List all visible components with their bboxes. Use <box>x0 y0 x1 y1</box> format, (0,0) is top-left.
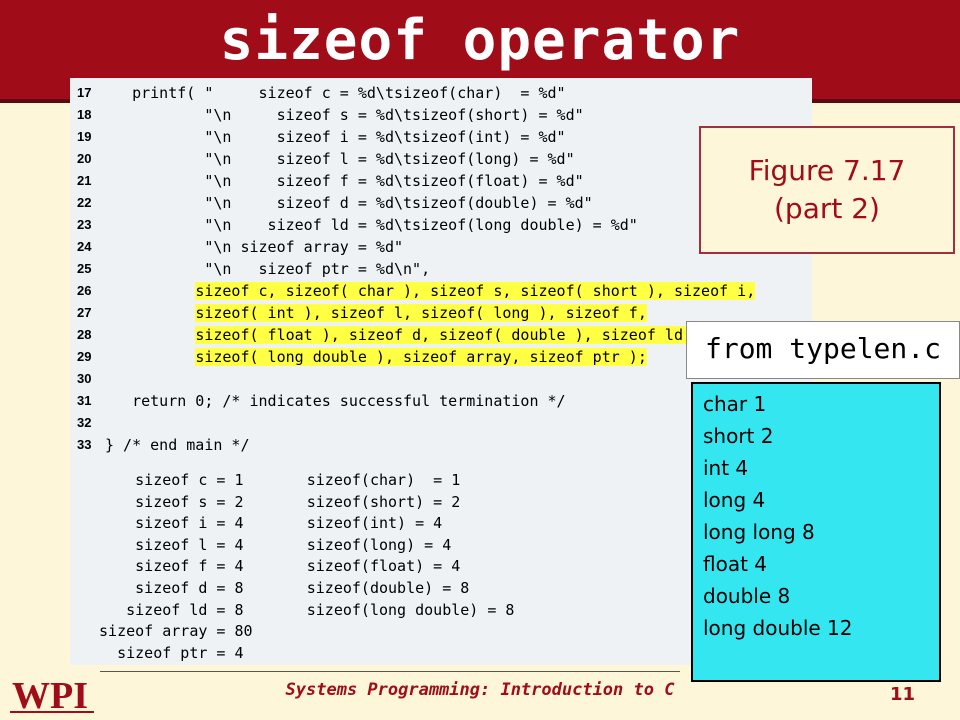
code-line: 32 <box>70 412 812 434</box>
line-number: 32 <box>77 415 92 430</box>
code-line: 29 sizeof( long double ), sizeof array, … <box>70 346 812 368</box>
line-number: 31 <box>77 393 92 408</box>
program-output: sizeof c = 1 sizeof(char) = 1 sizeof s =… <box>70 455 700 665</box>
code-line: 31 return 0; /* indicates successful ter… <box>70 390 812 412</box>
code-line: 27 sizeof( int ), sizeof l, sizeof( long… <box>70 302 812 324</box>
line-number: 28 <box>77 327 92 342</box>
code-line: 24 "\n sizeof array = %d" <box>70 236 812 258</box>
code-text: "\n sizeof l = %d\tsizeof(long) = %d" <box>105 150 575 168</box>
output-line: sizeof c = 1 sizeof(char) = 1 <box>90 471 461 489</box>
line-number: 20 <box>77 151 92 166</box>
footer-course-title: Systems Programming: Introduction to C <box>285 680 675 700</box>
page-number: 11 <box>890 684 916 705</box>
code-text: "\n sizeof s = %d\tsizeof(short) = %d" <box>105 106 584 124</box>
line-number: 29 <box>77 349 92 364</box>
code-text: return 0; /* indicates successful termin… <box>105 392 566 410</box>
code-line: 28 sizeof( float ), sizeof d, sizeof( do… <box>70 324 812 346</box>
line-number: 19 <box>77 129 92 144</box>
output-line: sizeof ptr = 4 <box>90 643 244 662</box>
code-line: 21 "\n sizeof f = %d\tsizeof(float) = %d… <box>70 170 812 192</box>
output-line: sizeof i = 4 sizeof(int) = 4 <box>90 514 443 533</box>
code-listing: 17 printf( " sizeof c = %d\tsizeof(char)… <box>70 78 812 455</box>
wpi-logo-text: WPI <box>12 675 88 716</box>
figure-caption-line1: Figure 7.17 <box>748 154 906 187</box>
footer-divider <box>100 671 680 672</box>
line-number: 25 <box>77 261 92 276</box>
type-size-item: long long 8 <box>703 520 815 544</box>
type-size-item: int 4 <box>703 456 749 480</box>
figure-caption-box: Figure 7.17 (part 2) <box>699 126 955 254</box>
source-file-label: from typelen.c <box>686 321 960 379</box>
code-text: sizeof( float ), sizeof d, sizeof( doubl… <box>195 326 693 344</box>
code-line: 23 "\n sizeof ld = %d\tsizeof(long doubl… <box>70 214 812 236</box>
type-sizes-box: char 1 short 2 int 4 long 4 long long 8 float… <box>691 382 941 682</box>
code-line: 26 sizeof c, sizeof( char ), sizeof s, s… <box>70 280 812 302</box>
line-number: 23 <box>77 217 92 232</box>
code-text: "\n sizeof ld = %d\tsizeof(long double) … <box>105 216 638 234</box>
slide-title: sizeof operator <box>219 8 741 73</box>
line-number: 33 <box>77 437 92 452</box>
output-line: sizeof ld = 8 sizeof(long double) = 8 <box>90 600 515 619</box>
output-line: sizeof f = 4 sizeof(float) = 4 <box>90 557 461 576</box>
line-number: 21 <box>77 173 92 188</box>
output-line: sizeof s = 2 sizeof(short) = 2 <box>90 492 461 511</box>
line-number: 18 <box>77 107 92 122</box>
code-line: 20 "\n sizeof l = %d\tsizeof(long) = %d" <box>70 148 812 170</box>
code-line: 19 "\n sizeof i = %d\tsizeof(int) = %d" <box>70 126 812 148</box>
type-size-item: double 8 <box>703 584 791 608</box>
type-size-item: short 2 <box>703 424 774 448</box>
code-text: "\n sizeof ptr = %d\n", <box>105 260 431 278</box>
code-text: } /* end main */ <box>105 436 250 454</box>
code-text: "\n sizeof d = %d\tsizeof(double) = %d" <box>105 194 593 212</box>
code-line: 25 "\n sizeof ptr = %d\n", <box>70 258 812 280</box>
type-size-item: long 4 <box>703 488 766 512</box>
type-size-item: float 4 <box>703 552 768 576</box>
output-line: sizeof array = 80 <box>90 622 253 641</box>
figure-caption-line2: (part 2) <box>774 192 880 225</box>
line-number: 17 <box>77 85 92 100</box>
code-text: sizeof( long double ), sizeof array, siz… <box>195 348 647 366</box>
code-text: sizeof( int ), sizeof l, sizeof( long ),… <box>195 304 647 322</box>
wpi-logo: WPI <box>10 675 94 716</box>
code-line: 22 "\n sizeof d = %d\tsizeof(double) = %… <box>70 192 812 214</box>
output-line: sizeof l = 4 sizeof(long) = 4 <box>90 535 452 554</box>
line-number: 22 <box>77 195 92 210</box>
code-line: 33 } /* end main */ <box>70 434 812 456</box>
code-text: sizeof c, sizeof( char ), sizeof s, size… <box>195 282 756 300</box>
code-text: printf( " sizeof c = %d\tsizeof(char) = … <box>105 84 566 102</box>
output-line: sizeof d = 8 sizeof(double) = 8 <box>90 579 470 597</box>
line-number: 27 <box>77 305 92 320</box>
code-line: 17 printf( " sizeof c = %d\tsizeof(char)… <box>70 82 812 104</box>
code-text: "\n sizeof array = %d" <box>105 238 404 256</box>
line-number: 24 <box>77 239 92 254</box>
code-text: "\n sizeof f = %d\tsizeof(float) = %d" <box>105 172 584 190</box>
code-text: "\n sizeof i = %d\tsizeof(int) = %d" <box>105 128 566 146</box>
line-number: 26 <box>77 283 92 298</box>
type-size-item: long double 12 <box>703 616 853 640</box>
code-line: 18 "\n sizeof s = %d\tsizeof(short) = %d… <box>70 104 812 126</box>
code-line: 30 <box>70 368 812 390</box>
line-number: 30 <box>77 371 92 386</box>
type-size-item: char 1 <box>703 392 767 416</box>
